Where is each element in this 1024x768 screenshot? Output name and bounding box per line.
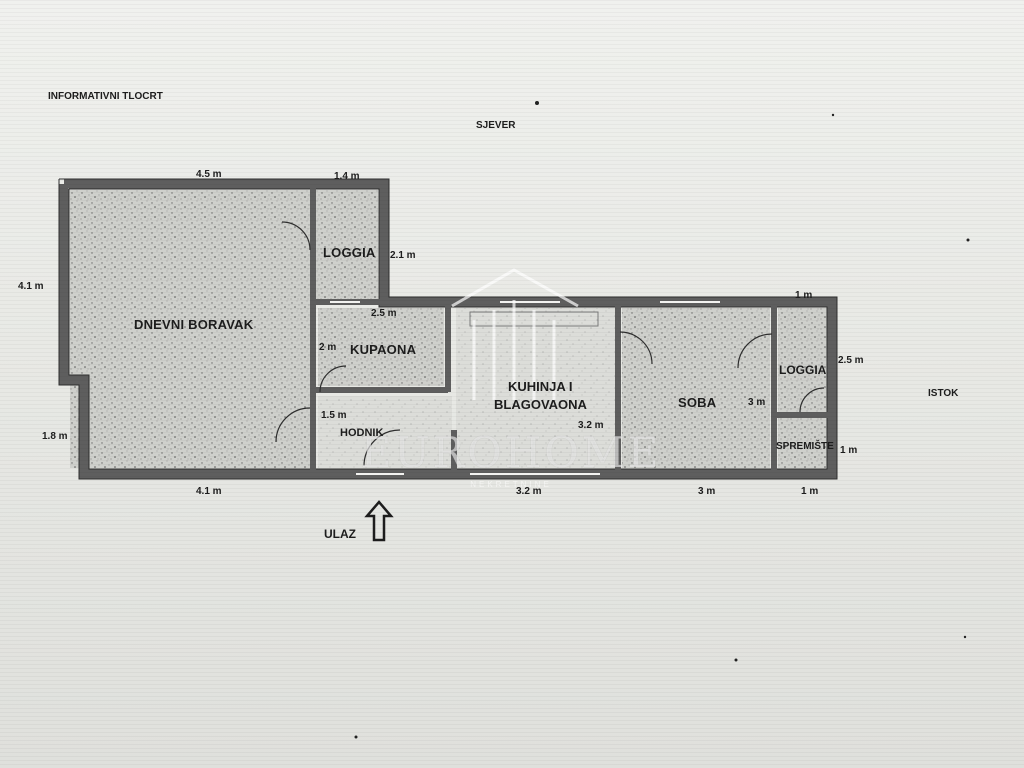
floor-spremiste (778, 418, 830, 468)
door-arc-loggia-east (737, 333, 773, 369)
floor-loggia-north (316, 190, 378, 300)
compass-north-label: SJEVER (476, 120, 516, 131)
dimension-left-upper: 4.1 m (18, 281, 44, 292)
watermark-text: EUROHOME (360, 428, 662, 477)
up-arrow-icon (364, 500, 394, 542)
dimension-kuhinja-depth: 3.2 m (578, 420, 604, 431)
entrance-arrow-shape (364, 500, 394, 542)
floor-hodnik (318, 396, 452, 468)
dust-speck (963, 635, 967, 639)
interior-walls (310, 184, 832, 474)
room-label-kuhinja-line2: BLAGOVAONA (494, 397, 587, 412)
entrance-label: ULAZ (324, 527, 356, 541)
windows (330, 301, 720, 475)
exterior-wall-inner-edge (68, 188, 828, 470)
room-label-kupaona: KUPAONA (350, 342, 417, 357)
exterior-walls-outline (58, 178, 838, 480)
watermark-house-icon (451, 268, 579, 400)
door-arc-living-loggia (281, 221, 311, 251)
dust-speck (831, 113, 835, 117)
dimension-top-living: 4.5 m (196, 169, 222, 180)
floor-dnevni-boravak (70, 190, 310, 468)
exterior-wall-outer-edge (58, 178, 838, 480)
dimension-bottom-kuhinja: 3.2 m (516, 486, 542, 497)
dimension-top-loggia: 1.4 m (334, 171, 360, 182)
compass-east-label: ISTOK (928, 388, 959, 399)
floor-fill (70, 190, 830, 468)
scan-dust (354, 101, 970, 739)
exterior-wall-outline (59, 179, 837, 479)
dust-speck (734, 658, 738, 662)
room-label-soba: SOBA (678, 395, 717, 410)
door-swings (275, 221, 825, 467)
room-label-spremiste: SPREMIŠTE (776, 441, 834, 452)
dimension-left-lower: 1.8 m (42, 431, 68, 442)
door-arc-loggia-east-inner (799, 387, 825, 413)
dimension-bottom-soba: 3 m (698, 486, 716, 497)
door-arc-hodnik (363, 429, 401, 467)
watermark-subtext: NEKRETNINE (470, 480, 552, 489)
floor-soba (622, 308, 770, 468)
dimension-spremiste-depth: 1 m (840, 445, 858, 456)
exterior-walls (59, 179, 837, 479)
dimension-top-east: 1 m (795, 290, 813, 301)
room-label-dnevni-boravak: DNEVNI BORAVAK (134, 317, 254, 332)
dimension-hodnik-depth: 1.5 m (321, 410, 347, 421)
dimension-loggia-side: 2.1 m (390, 250, 416, 261)
room-label-loggia-north: LOGGIA (323, 245, 376, 260)
dimension-bottom-living: 4.1 m (196, 486, 222, 497)
dimension-bottom-east: 1 m (801, 486, 819, 497)
dimension-loggia-east-depth: 2.5 m (838, 355, 864, 366)
dimension-kupaona-width: 2.5 m (371, 308, 397, 319)
floor-loggia-east (778, 308, 830, 412)
floor-kuhinja (456, 308, 616, 468)
dimension-kupaona-depth: 2 m (319, 342, 337, 353)
room-label-hodnik: HODNIK (340, 427, 384, 439)
dust-speck (354, 735, 358, 739)
door-arc-kupaona (319, 365, 347, 393)
plan-title: INFORMATIVNI TLOCRT (48, 91, 163, 102)
dust-speck (966, 238, 970, 242)
dust-speck (535, 101, 539, 105)
door-arc-soba (619, 331, 653, 365)
watermark-roof (451, 268, 579, 308)
door-arc-living-hodnik (275, 407, 311, 443)
dimension-soba-depth: 3 m (748, 397, 766, 408)
floor-kupaona (318, 308, 444, 386)
room-label-loggia-east: LOGGIA (779, 363, 827, 377)
room-label-kuhinja-line1: KUHINJA I (508, 379, 573, 394)
